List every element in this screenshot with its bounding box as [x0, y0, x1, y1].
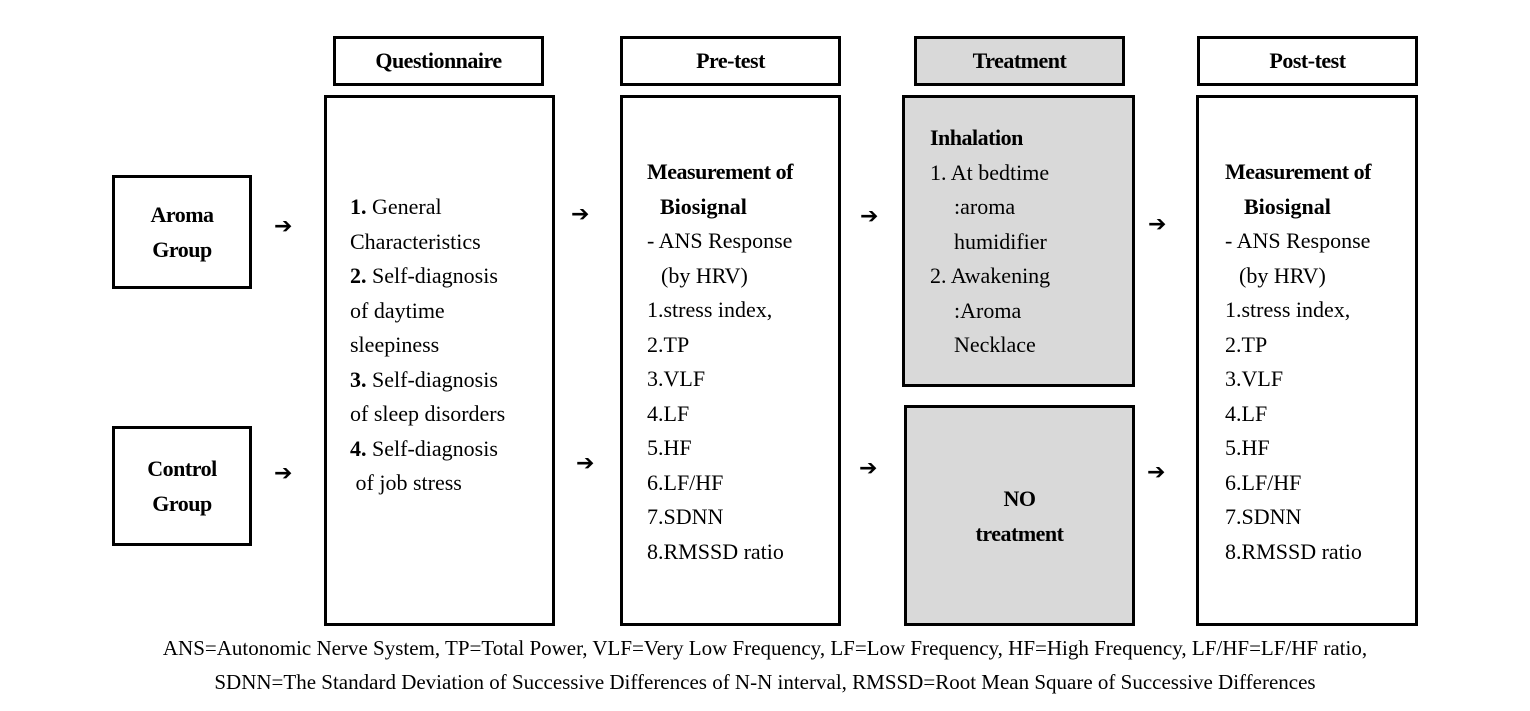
pretest-ans-line2: (by HRV) [661, 262, 748, 288]
pretest-content: Measurement of Biosignal - ANS Response … [647, 155, 793, 569]
questionnaire-item-2-line2: of daytime [350, 297, 445, 323]
posttest-item-2: 2.TP [1225, 331, 1268, 357]
treatment-inhalation-box [902, 95, 1135, 387]
questionnaire-item-2-line3: sleepiness [350, 332, 440, 357]
questionnaire-item-2: 2. Self-diagnosis [350, 259, 505, 294]
pretest-item-4: 4.LF [647, 400, 690, 426]
aroma-group-line2: Group [152, 237, 212, 262]
control-group-line1: Control [147, 456, 217, 481]
no-treatment-line2: treatment [975, 520, 1064, 546]
control-group-box: Control Group [112, 426, 252, 546]
pretest-item-3: 3.VLF [647, 366, 706, 391]
control-group-line2: Group [152, 491, 212, 516]
questionnaire-item-2-line1: Self-diagnosis [366, 263, 498, 288]
header-pretest-label: Pre-test [696, 48, 765, 73]
posttest-ans-line1: - ANS Response [1225, 228, 1371, 253]
posttest-ans-line2: (by HRV) [1239, 262, 1326, 288]
posttest-item-4: 4.LF [1225, 400, 1268, 426]
header-pretest: Pre-test [620, 36, 841, 86]
footer-abbreviations-line2: SDNN=The Standard Deviation of Successiv… [214, 670, 1316, 694]
pretest-title-line1: Measurement of [647, 159, 793, 184]
questionnaire-item-4: 4. Self-diagnosis [350, 432, 505, 467]
posttest-title-line2: Biosignal [1244, 193, 1331, 219]
questionnaire-item-1-num: 1. [350, 194, 367, 219]
questionnaire-item-1-line1: General [366, 194, 442, 219]
questionnaire-box [324, 95, 555, 626]
treatment-item-2-line3: Necklace [954, 332, 1036, 357]
pretest-item-2: 2.TP [647, 331, 690, 357]
header-questionnaire-label: Questionnaire [375, 48, 502, 73]
questionnaire-item-3: 3. Self-diagnosis [350, 363, 505, 398]
header-posttest: Post-test [1197, 36, 1418, 86]
questionnaire-item-1-line2: Characteristics [350, 228, 481, 254]
questionnaire-items: 1. General Characteristics 2. Self-diagn… [350, 190, 505, 501]
arrow-right-icon: ➔ [274, 214, 293, 239]
questionnaire-item-3-line2: of sleep disorders [350, 401, 506, 426]
header-questionnaire: Questionnaire [333, 36, 544, 86]
pretest-item-5: 5.HF [647, 435, 692, 460]
arrow-right-icon: ➔ [1148, 212, 1167, 237]
pretest-ans-line1: - ANS Response [647, 228, 793, 253]
treatment-item-1-line3: humidifier [954, 228, 1047, 254]
treatment-item-1-line2: :aroma [954, 194, 1016, 219]
header-treatment: Treatment [914, 36, 1125, 86]
questionnaire-item-4-line2: of job stress [350, 470, 462, 495]
questionnaire-item-2-num: 2. [350, 263, 367, 288]
treatment-title: Inhalation [930, 125, 1023, 150]
posttest-box [1196, 95, 1418, 626]
questionnaire-item-3-num: 3. [350, 366, 367, 392]
pretest-item-6: 6.LF/HF [647, 469, 724, 495]
arrow-right-icon: ➔ [1147, 460, 1166, 485]
posttest-title-line1: Measurement of [1225, 159, 1371, 184]
pretest-box [620, 95, 841, 626]
arrow-right-icon: ➔ [859, 456, 878, 481]
pretest-item-7: 7.SDNN [647, 504, 724, 529]
pretest-item-1: 1.stress index, [647, 297, 773, 322]
pretest-item-8: 8.RMSSD ratio [647, 538, 784, 564]
posttest-content: Measurement of Biosignal - ANS Response … [1225, 155, 1371, 569]
arrow-right-icon: ➔ [860, 204, 879, 229]
no-treatment-box: NO treatment [904, 405, 1135, 626]
posttest-item-5: 5.HF [1225, 435, 1270, 460]
questionnaire-item-4-num: 4. [350, 435, 367, 461]
header-treatment-label: Treatment [972, 48, 1067, 73]
posttest-item-6: 6.LF/HF [1225, 469, 1302, 495]
treatment-item-1-line1: 1. At bedtime [930, 159, 1050, 185]
questionnaire-item-4-line1: Self-diagnosis [366, 435, 498, 461]
questionnaire-item-1: 1. General [350, 190, 505, 225]
posttest-item-7: 7.SDNN [1225, 504, 1302, 529]
treatment-item-2-line2: :Aroma [954, 297, 1022, 323]
posttest-item-8: 8.RMSSD ratio [1225, 538, 1362, 564]
footer-abbreviations-line1: ANS=Autonomic Nerve System, TP=Total Pow… [162, 636, 1368, 660]
aroma-group-line1: Aroma [150, 202, 214, 227]
treatment-content: Inhalation 1. At bedtime :aroma humidifi… [930, 121, 1050, 363]
no-treatment-line1: NO [1003, 485, 1037, 511]
pretest-title-line2: Biosignal [660, 193, 747, 219]
aroma-group-box: Aroma Group [112, 175, 252, 289]
arrow-right-icon: ➔ [571, 202, 590, 227]
treatment-item-2-line1: 2. Awakening [930, 263, 1051, 288]
arrow-right-icon: ➔ [274, 461, 293, 486]
header-posttest-label: Post-test [1269, 48, 1346, 73]
posttest-item-3: 3.VLF [1225, 366, 1284, 391]
arrow-right-icon: ➔ [576, 451, 595, 476]
posttest-item-1: 1.stress index, [1225, 297, 1351, 322]
questionnaire-item-3-line1: Self-diagnosis [366, 366, 498, 392]
